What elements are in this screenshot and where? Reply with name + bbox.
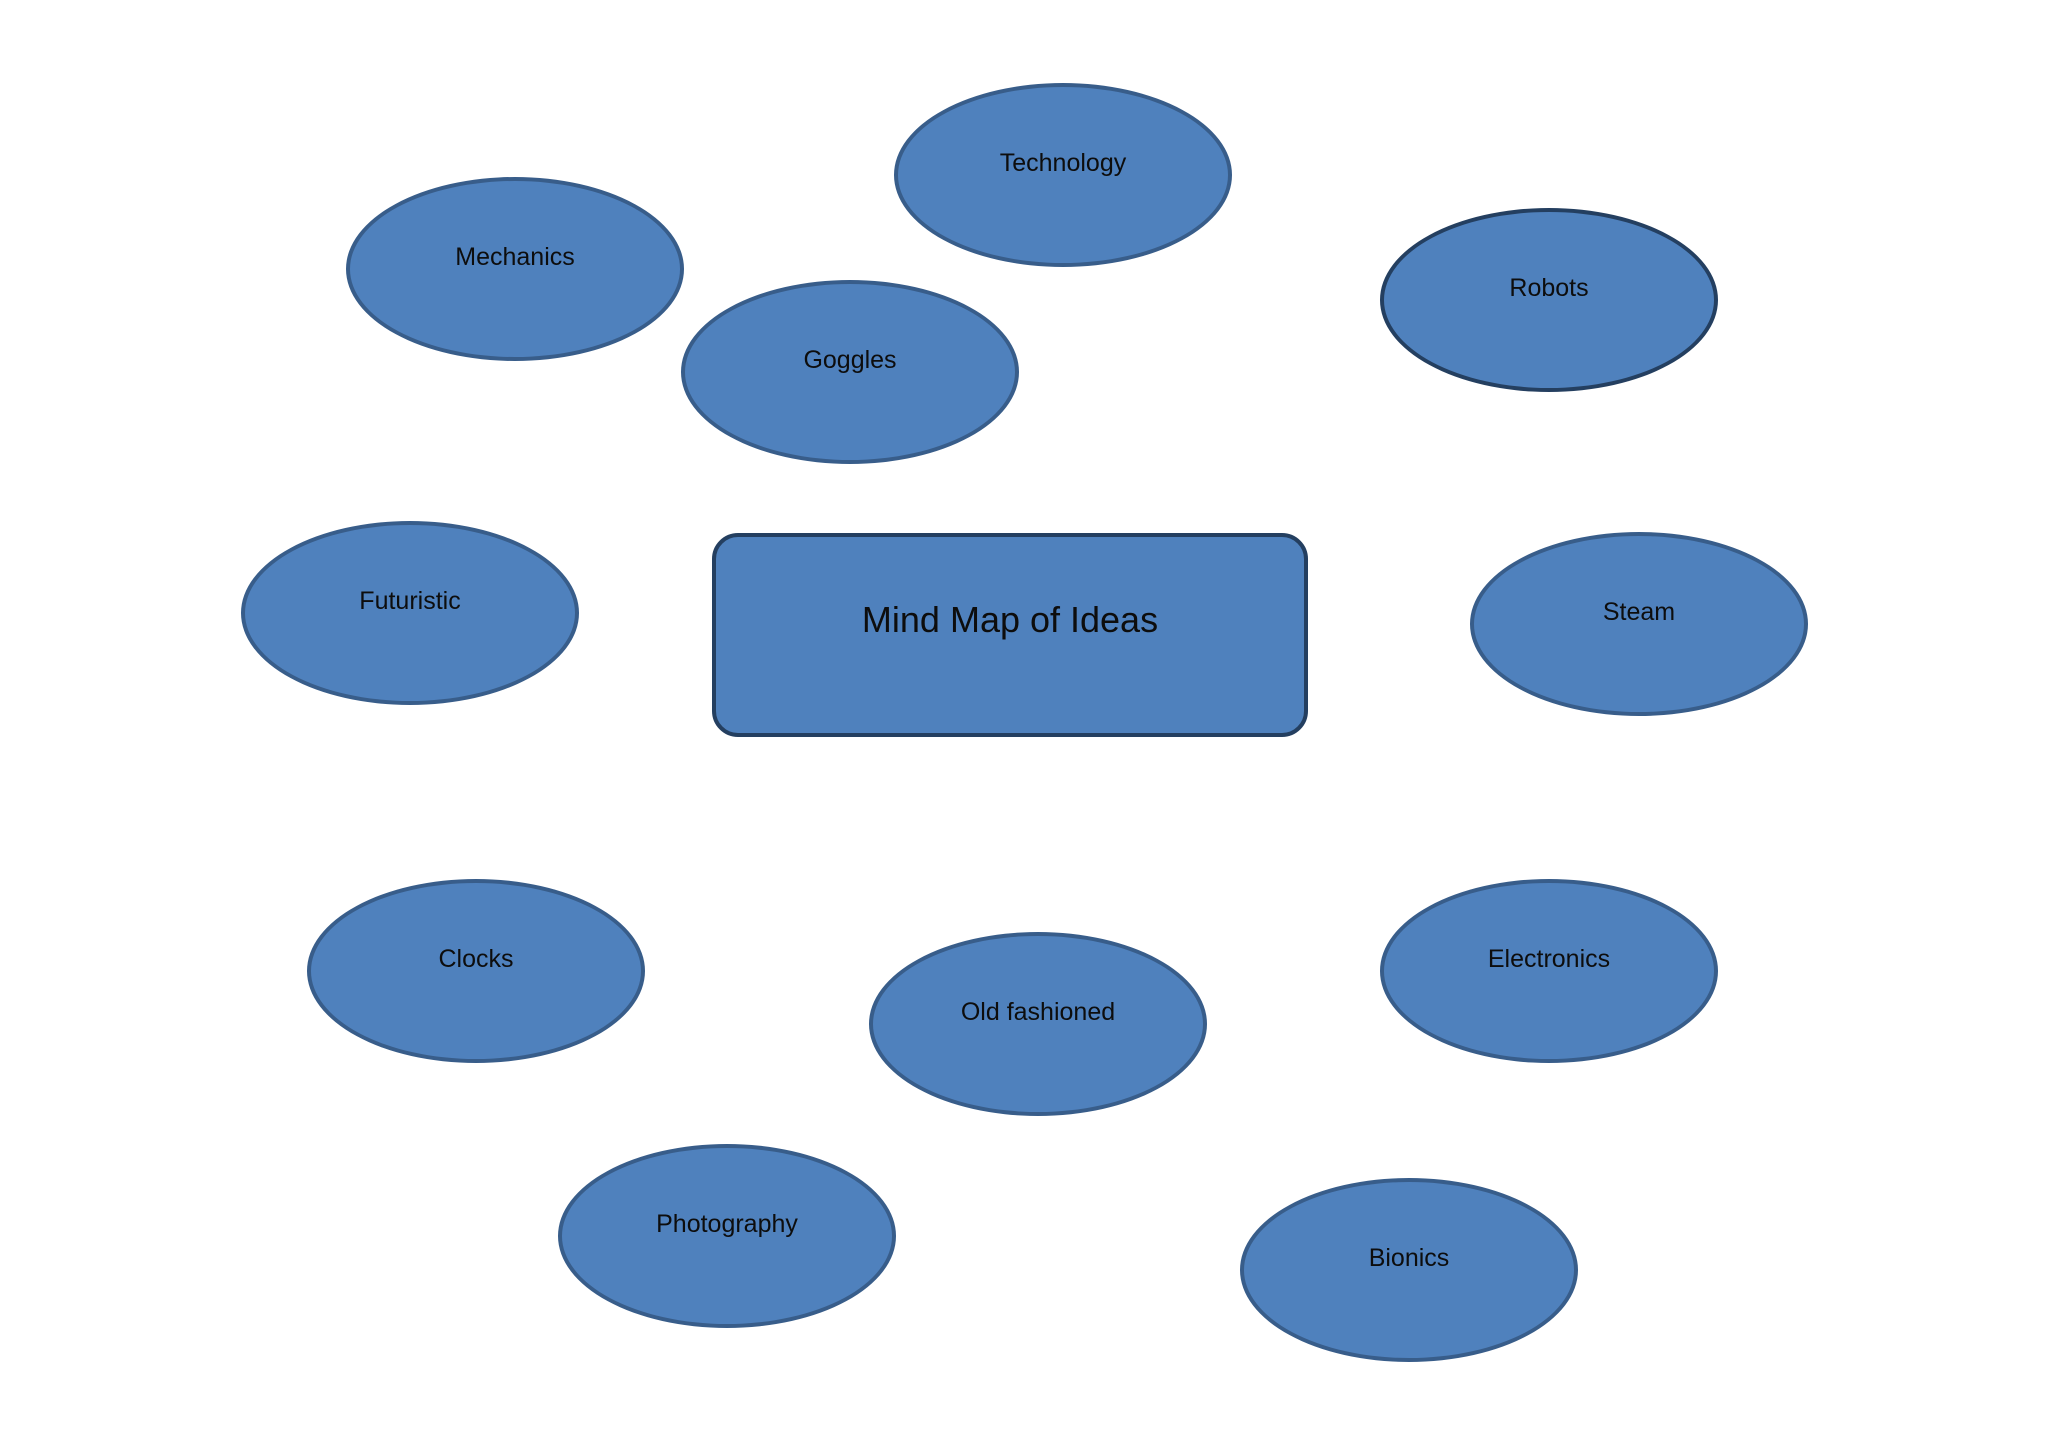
- node-label: Photography: [656, 1210, 798, 1238]
- node-robots[interactable]: Robots: [1380, 208, 1718, 392]
- node-label: Mechanics: [455, 243, 575, 271]
- node-label: Old fashioned: [960, 998, 1116, 1026]
- node-label: Electronics: [1487, 945, 1611, 973]
- node-label: Technology: [999, 149, 1127, 177]
- node-electronics[interactable]: Electronics: [1380, 879, 1718, 1063]
- node-goggles[interactable]: Goggles: [681, 280, 1019, 464]
- center-node[interactable]: Mind Map of Ideas: [712, 533, 1308, 737]
- node-label: Goggles: [803, 346, 897, 374]
- node-technology[interactable]: Technology: [894, 83, 1232, 267]
- node-bionics[interactable]: Bionics: [1240, 1178, 1578, 1362]
- node-label: Bionics: [1368, 1244, 1450, 1272]
- node-mechanics[interactable]: Mechanics: [346, 177, 684, 361]
- center-node-label: Mind Map of Ideas: [861, 599, 1159, 640]
- node-old-fashioned[interactable]: Old fashioned: [869, 932, 1207, 1116]
- node-steam[interactable]: Steam: [1470, 532, 1808, 716]
- node-label: Futuristic: [359, 587, 461, 615]
- node-label: Clocks: [438, 945, 514, 973]
- node-clocks[interactable]: Clocks: [307, 879, 645, 1063]
- node-futuristic[interactable]: Futuristic: [241, 521, 579, 705]
- node-label: Steam: [1602, 598, 1676, 626]
- node-photography[interactable]: Photography: [558, 1144, 896, 1328]
- node-label: Robots: [1509, 274, 1589, 302]
